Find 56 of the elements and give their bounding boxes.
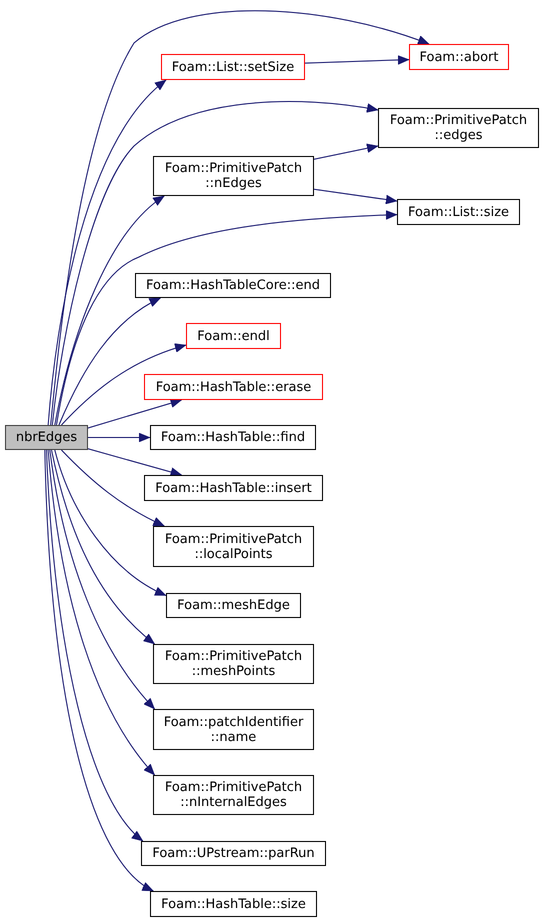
- function-box: [144, 374, 323, 400]
- function-name: Foam::HashTable::insert: [155, 480, 312, 496]
- arrow: [314, 144, 378, 160]
- function-box: [378, 108, 539, 148]
- function-name: Foam::List::size: [408, 204, 510, 220]
- function-box: [161, 54, 305, 80]
- arrow: [46, 450, 144, 842]
- function-box: [153, 156, 314, 196]
- arrow: [52, 101, 378, 426]
- arrow: [50, 450, 156, 644]
- arrow: [48, 80, 167, 426]
- function-name: Foam::HashTable::find: [160, 430, 306, 445]
- arrow: [88, 398, 182, 428]
- function-box: [153, 775, 314, 815]
- function-box: [166, 593, 301, 618]
- function-name: Foam::PrimitivePatch ::localPoints: [164, 532, 304, 562]
- function-name: Foam::HashTableCore::end: [146, 278, 320, 293]
- function-name: Foam::UPstream::parRun: [152, 846, 315, 861]
- arrow: [44, 450, 154, 892]
- function-box: [135, 273, 331, 298]
- arrow: [58, 298, 161, 426]
- function-box: [153, 644, 314, 684]
- arrow: [88, 432, 150, 442]
- function-box: [141, 841, 326, 866]
- function-box: [153, 709, 314, 750]
- function-name: Foam::abort: [420, 50, 498, 64]
- function-name: Foam::meshEdge: [177, 598, 290, 613]
- function-box: [144, 475, 323, 501]
- arrow: [56, 210, 398, 426]
- function-name: Foam::HashTable::size: [161, 896, 306, 912]
- arrow: [60, 344, 186, 426]
- function-box: [153, 526, 314, 567]
- function-name: Foam::PrimitivePatch ::nInternalEdges: [164, 780, 304, 810]
- arrow: [54, 450, 166, 596]
- function-name: Foam::endl: [197, 328, 270, 344]
- function-box: [186, 323, 281, 349]
- function-box: [150, 425, 316, 450]
- arrow: [60, 450, 165, 526]
- arrow: [88, 448, 182, 477]
- arrow: [48, 450, 156, 776]
- arrow: [49, 450, 156, 710]
- function-name: Foam::PrimitivePatch ::edges: [388, 113, 528, 143]
- arrow: [54, 196, 165, 426]
- arrow: [314, 188, 398, 204]
- arrow: [50, 10, 430, 426]
- arrow: [304, 55, 410, 65]
- function-name: nbrEdges: [16, 430, 78, 445]
- function-box: [409, 44, 509, 70]
- function-name: Foam::PrimitivePatch ::nEdges: [164, 161, 304, 191]
- function-name: Foam::PrimitivePatch ::meshPoints: [164, 649, 304, 679]
- function-name: Foam::patchIdentifier ::name: [162, 714, 304, 744]
- function-box: [150, 891, 317, 917]
- function-box: [5, 425, 88, 450]
- function-name: Foam::List::setSize: [172, 60, 294, 74]
- function-box: [397, 199, 520, 225]
- function-name: Foam::HashTable::erase: [156, 380, 312, 394]
